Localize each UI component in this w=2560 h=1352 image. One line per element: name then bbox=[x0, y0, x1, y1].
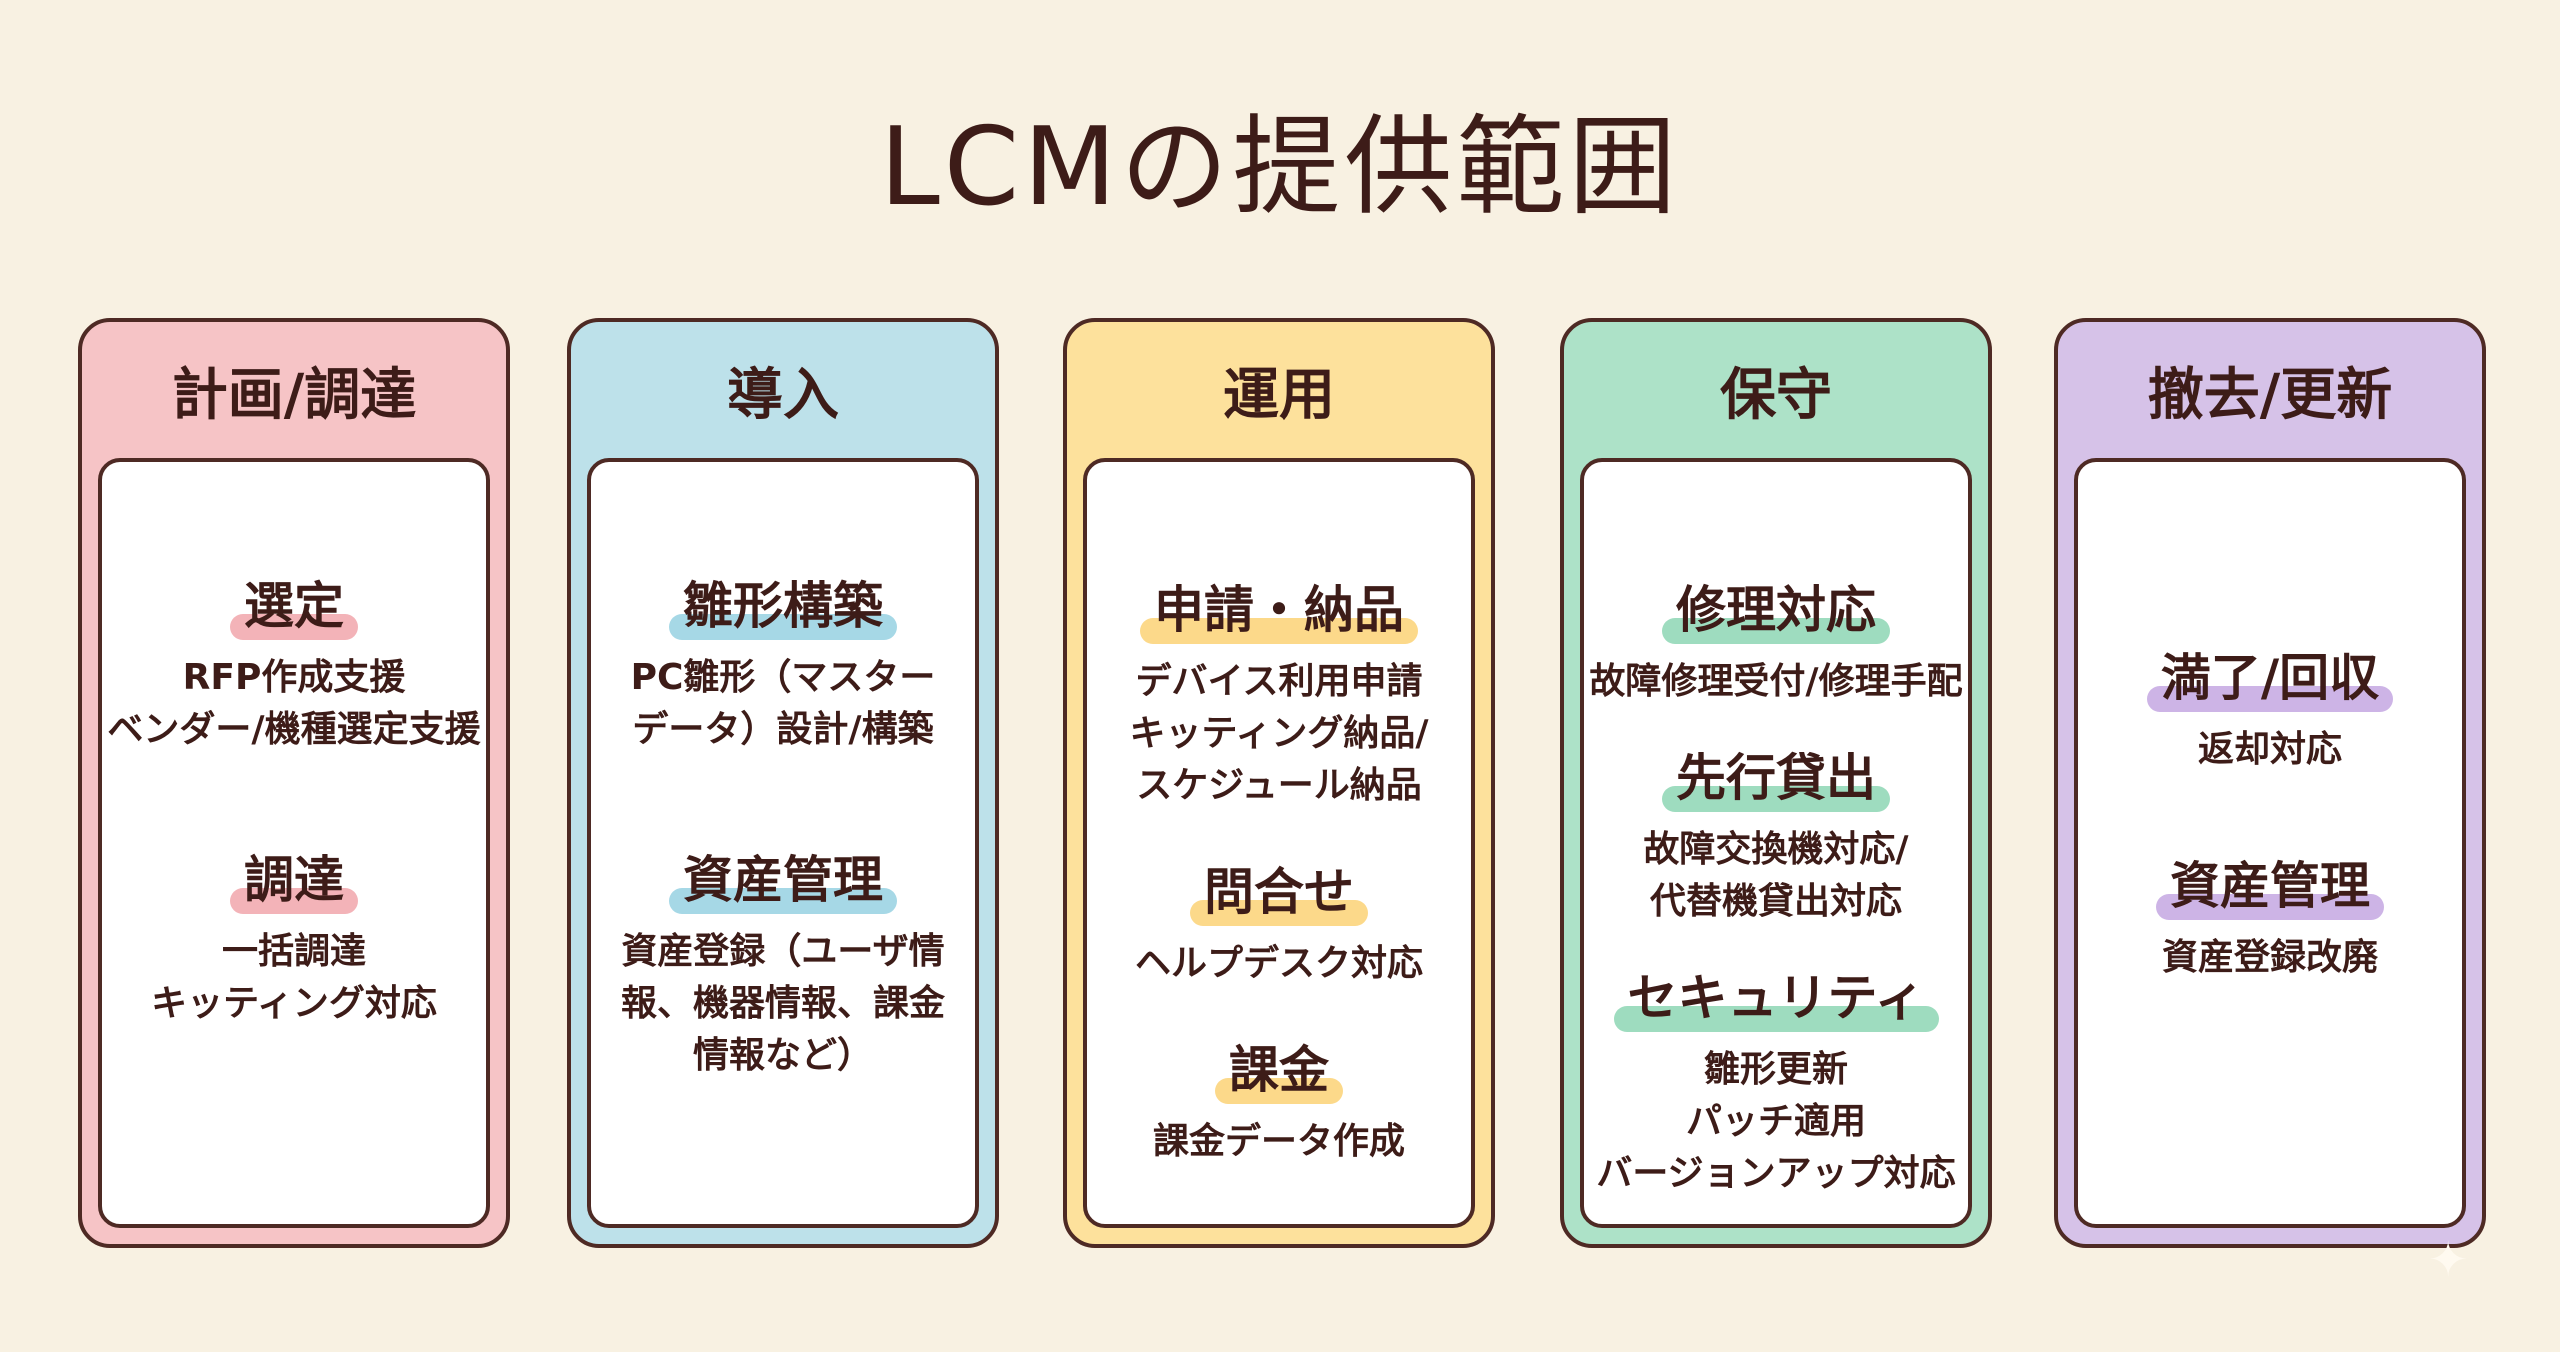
group-expiry-collection: 満了/回収 返却対応 bbox=[2146, 638, 2394, 776]
group-advance-loan: 先行貸出 故障交換機対応/ 代替機貸出対応 bbox=[1643, 738, 1908, 928]
group-heading: 満了/回収 bbox=[2146, 638, 2394, 712]
column-header: 保守 bbox=[1720, 362, 1832, 428]
group-heading: セキュリティ bbox=[1613, 958, 1939, 1032]
group-line: 資産登録改廃 bbox=[2161, 937, 2378, 978]
group-line: ヘルプデスク対応 bbox=[1134, 943, 1423, 984]
group-security: セキュリティ 雛形更新 パッチ適用 バージョンアップ対応 bbox=[1596, 958, 1955, 1200]
group-line: データ）設計/構築 bbox=[632, 709, 934, 750]
group-line: PC雛形（マスター bbox=[630, 657, 936, 698]
column-retirement-renewal: 撤去/更新 満了/回収 返却対応 資産管理 資産登録改廃 bbox=[2054, 318, 2486, 1248]
group-heading: 課金 bbox=[1214, 1030, 1343, 1104]
group-heading: 修理対応 bbox=[1662, 570, 1890, 644]
group-line: 情報など） bbox=[692, 1035, 873, 1076]
group-line: 故障修理受付/修理手配 bbox=[1589, 661, 1963, 702]
column-body: 修理対応 故障修理受付/修理手配 先行貸出 故障交換機対応/ 代替機貸出対応 セ… bbox=[1580, 458, 1972, 1228]
page-title: LCMの提供範囲 bbox=[879, 105, 1681, 230]
group-line: バージョンアップ対応 bbox=[1596, 1153, 1956, 1194]
group-heading: 資産管理 bbox=[668, 840, 897, 914]
group-repair: 修理対応 故障修理受付/修理手配 bbox=[1589, 570, 1962, 708]
group-asset-management: 資産管理 資産登録（ユーザ情 報、機器情報、課金 情報など） bbox=[621, 840, 945, 1082]
group-heading: 問合せ bbox=[1189, 852, 1368, 926]
group-billing: 課金 課金データ作成 bbox=[1153, 1030, 1405, 1168]
column-body: 満了/回収 返却対応 資産管理 資産登録改廃 bbox=[2074, 458, 2466, 1228]
group-heading: 申請・納品 bbox=[1140, 570, 1418, 644]
group-template-build: 雛形構築 PC雛形（マスター データ）設計/構築 bbox=[631, 566, 936, 756]
column-header: 導入 bbox=[727, 362, 839, 428]
group-line: 故障交換機対応/ bbox=[1643, 829, 1909, 870]
group-line: 資産登録（ユーザ情 bbox=[621, 931, 945, 972]
column-body: 選定 RFP作成支援 ベンダー/機種選定支援 調達 一括調達 キッティング対応 bbox=[98, 458, 490, 1228]
group-inquiry: 問合せ ヘルプデスク対応 bbox=[1135, 852, 1423, 990]
group-heading: 資産管理 bbox=[2156, 846, 2384, 920]
group-heading: 雛形構築 bbox=[669, 566, 897, 640]
group-line: 課金データ作成 bbox=[1152, 1121, 1405, 1162]
group-line: キッティング対応 bbox=[151, 983, 437, 1024]
group-line: デバイス利用申請 bbox=[1135, 661, 1423, 702]
group-line: ベンダー/機種選定支援 bbox=[107, 709, 481, 750]
group-heading: 選定 bbox=[230, 566, 358, 640]
group-line: スケジュール納品 bbox=[1136, 765, 1422, 806]
group-asset-management: 資産管理 資産登録改廃 bbox=[2156, 846, 2384, 984]
group-line: パッチ適用 bbox=[1685, 1101, 1866, 1142]
group-line: 雛形更新 bbox=[1703, 1049, 1848, 1090]
column-body: 申請・納品 デバイス利用申請 キッティング納品/ スケジュール納品 問合せ ヘル… bbox=[1083, 458, 1475, 1228]
group-line: RFP作成支援 bbox=[182, 657, 406, 698]
group-selection: 選定 RFP作成支援 ベンダー/機種選定支援 bbox=[107, 566, 480, 756]
group-line: 代替機貸出対応 bbox=[1649, 881, 1902, 922]
column-body: 雛形構築 PC雛形（マスター データ）設計/構築 資産管理 資産登録（ユーザ情 … bbox=[587, 458, 979, 1228]
column-operation: 運用 申請・納品 デバイス利用申請 キッティング納品/ スケジュール納品 問合せ… bbox=[1063, 318, 1495, 1248]
column-maintenance: 保守 修理対応 故障修理受付/修理手配 先行貸出 故障交換機対応/ 代替機貸出対… bbox=[1560, 318, 1992, 1248]
sparkle-icon: ✦ bbox=[2428, 1232, 2469, 1288]
group-line: 返却対応 bbox=[2197, 729, 2342, 770]
group-procurement: 調達 一括調達 キッティング対応 bbox=[151, 840, 437, 1030]
group-heading: 調達 bbox=[230, 840, 358, 914]
column-planning-procurement: 計画/調達 選定 RFP作成支援 ベンダー/機種選定支援 調達 一括調達 キッテ… bbox=[78, 318, 510, 1248]
column-header: 計画/調達 bbox=[171, 362, 417, 428]
group-request-delivery: 申請・納品 デバイス利用申請 キッティング納品/ スケジュール納品 bbox=[1130, 570, 1429, 812]
column-header: 運用 bbox=[1223, 362, 1335, 428]
column-header: 撤去/更新 bbox=[2147, 362, 2393, 428]
column-introduction: 導入 雛形構築 PC雛形（マスター データ）設計/構築 資産管理 資産登録（ユー… bbox=[567, 318, 999, 1248]
group-line: キッティング納品/ bbox=[1129, 713, 1429, 754]
group-line: 一括調達 bbox=[221, 931, 366, 972]
group-heading: 先行貸出 bbox=[1662, 738, 1890, 812]
group-line: 報、機器情報、課金 bbox=[620, 983, 945, 1024]
